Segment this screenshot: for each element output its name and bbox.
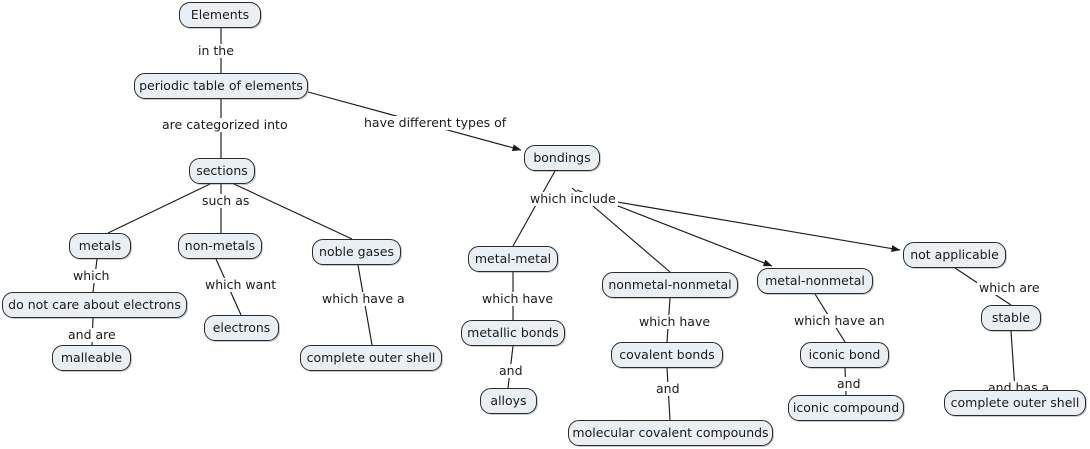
edge-label-e7: which — [71, 268, 112, 283]
edge-label-e18: and — [654, 381, 682, 396]
node-sections[interactable]: sections — [189, 158, 255, 184]
edge-bondings-to-metal-metal — [512, 170, 556, 247]
node-iconic-bond[interactable]: iconic bond — [800, 342, 889, 368]
node-iconic-compound[interactable]: iconic compound — [788, 395, 904, 421]
node-electrons[interactable]: electrons — [204, 315, 279, 341]
edge-label-e19: which have an — [792, 313, 887, 328]
edge-label-e8: and are — [66, 327, 118, 342]
edge-sections-to-noble-gases — [233, 183, 353, 240]
edge-label-e17: which have — [637, 314, 713, 329]
node-complete-outer-shell-right[interactable]: complete outer shell — [944, 390, 1086, 416]
node-metals[interactable]: metals — [69, 233, 131, 259]
node-elements[interactable]: Elements — [179, 2, 261, 28]
node-non-metals[interactable]: non-metals — [178, 233, 262, 259]
node-molecular-covalent[interactable]: molecular covalent compounds — [568, 420, 773, 446]
edge-sections-to-metals — [107, 183, 211, 234]
edge-label-e10: which have a — [320, 291, 407, 306]
node-stable[interactable]: stable — [981, 305, 1041, 331]
node-alloys[interactable]: alloys — [480, 388, 537, 414]
node-malleable[interactable]: malleable — [52, 345, 131, 371]
node-not-applicable[interactable]: not applicable — [903, 242, 1006, 268]
node-do-not-care[interactable]: do not care about electrons — [2, 292, 187, 318]
node-covalent-bonds[interactable]: covalent bonds — [611, 342, 723, 368]
edge-label-e11: which include — [528, 191, 618, 206]
node-nonmetal-nonmetal[interactable]: nonmetal-nonmetal — [602, 272, 738, 298]
node-bondings[interactable]: bondings — [524, 145, 600, 171]
node-periodic-table[interactable]: periodic table of elements — [134, 73, 308, 99]
node-noble-gases[interactable]: noble gases — [312, 239, 401, 265]
edge-label-e9: which want — [203, 277, 279, 292]
edge-label-e3: have different types of — [362, 115, 509, 130]
edge-label-e21: which are — [977, 280, 1042, 295]
edge-bondings-to-not-applicable — [587, 196, 901, 253]
edge-label-e4: such as — [200, 193, 252, 208]
edge-label-e16: and — [497, 363, 525, 378]
node-metal-metal[interactable]: metal-metal — [468, 246, 558, 272]
edge-label-e2: are categorized into — [160, 117, 290, 132]
edge-stable-to-complete-outer-shell-right — [1010, 330, 1016, 391]
node-metal-nonmetal[interactable]: metal-nonmetal — [757, 268, 873, 294]
edge-label-e1: in the — [196, 43, 236, 58]
edge-label-e15: which have — [480, 291, 556, 306]
node-metallic-bonds[interactable]: metallic bonds — [461, 320, 565, 346]
node-complete-outer-shell-left[interactable]: complete outer shell — [300, 345, 442, 371]
edge-label-e20: and — [835, 376, 863, 391]
